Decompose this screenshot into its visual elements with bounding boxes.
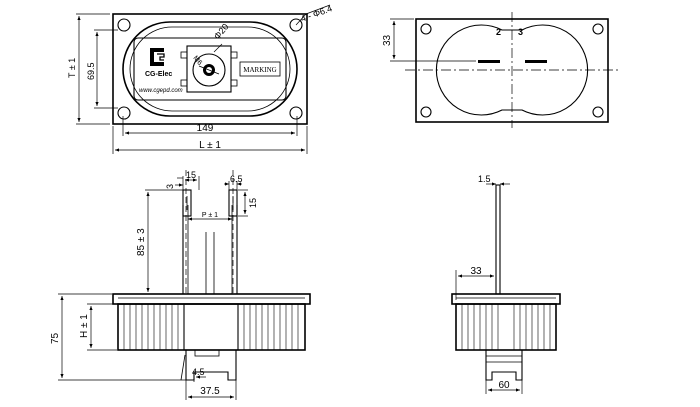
side-view: 2 3 33 [382,12,620,128]
dim-6-5-label: 6.5 [230,174,243,184]
dim-length-label: L ± 1 [199,140,221,151]
dim-60-label: 60 [498,380,510,391]
front-hub [183,303,239,351]
mounting-hole-bl [117,106,131,120]
dim-75-label: 75 [50,332,61,344]
top-view-housing [122,21,298,117]
dim-15-top-label: 15 [186,170,196,180]
pin-slot-2 [478,60,500,63]
end-fins [461,304,551,350]
front-fins [123,304,299,350]
terminal-dial [192,53,226,87]
logo-text: CG-Elec [145,71,172,78]
connector-block [186,45,232,93]
logo-icon [150,48,165,66]
side-hole-br [592,106,604,118]
dim-side-height-label: 33 [382,34,393,46]
front-bottom-stub [185,350,237,381]
dim-inner-width-label: 149 [197,123,214,134]
dial-line [198,65,220,75]
dim-4-5-label: 4.5 [192,367,205,377]
end-view: 1.5 33 60 [451,174,561,394]
marking-label: MARKING [243,66,276,74]
front-view: 3 15 6.5 15 P ± 1 85 ± 3 75 H ± [50,170,311,400]
terminal-tab-left [182,189,192,217]
end-fin-body [455,303,557,351]
side-view-lobes [435,24,589,116]
side-hole-tr [592,23,604,35]
mounting-hole-tr [289,18,303,32]
connector-tab [180,79,188,87]
dim-37-5-label: 37.5 [200,386,220,397]
mounting-hole-br [289,106,303,120]
dim-15-right-label: 15 [248,198,258,208]
front-flange [112,293,311,305]
dim-end-33-label: 33 [470,266,482,277]
pin-slot-3 [525,60,547,63]
end-flange [451,293,561,305]
mounting-hole-tl [117,18,131,32]
side-hole-bl [420,106,432,118]
end-terminal-blade [495,184,501,295]
top-view-housing-inner [129,26,291,112]
side-hole-tl [420,23,432,35]
screw-size-label: M6 [191,55,203,67]
dim-h-label: H ± 1 [79,314,90,338]
pin-2-label: 2 [496,27,501,37]
connector-tab [230,79,238,87]
website-text: www.cgepd.com [139,88,183,94]
top-view: CG-Elec www.cgepd.com MARKING M6 Φ20 4 -… [67,3,333,154]
dim-85-label: 85 ± 3 [136,228,147,256]
dim-inner-height-label: 69.5 [86,62,96,80]
dim-thickness-label: T ± 1 [67,58,77,78]
end-bottom-stub [485,350,523,381]
pin-3-label: 3 [518,27,523,37]
dim-1-5-label: 1.5 [478,174,491,184]
marking-box [239,61,281,77]
top-view-label-plate [133,37,287,101]
hole-leader [295,13,307,26]
connector-tab [230,51,238,59]
top-view-plate [112,13,308,125]
front-fin-body [117,303,306,351]
connector-tab [180,51,188,59]
dim-pitch-label: P ± 1 [202,212,218,219]
hole-spec-label: 4 - Φ6.4 [299,3,333,24]
dim-3-label: 3 [165,184,175,189]
